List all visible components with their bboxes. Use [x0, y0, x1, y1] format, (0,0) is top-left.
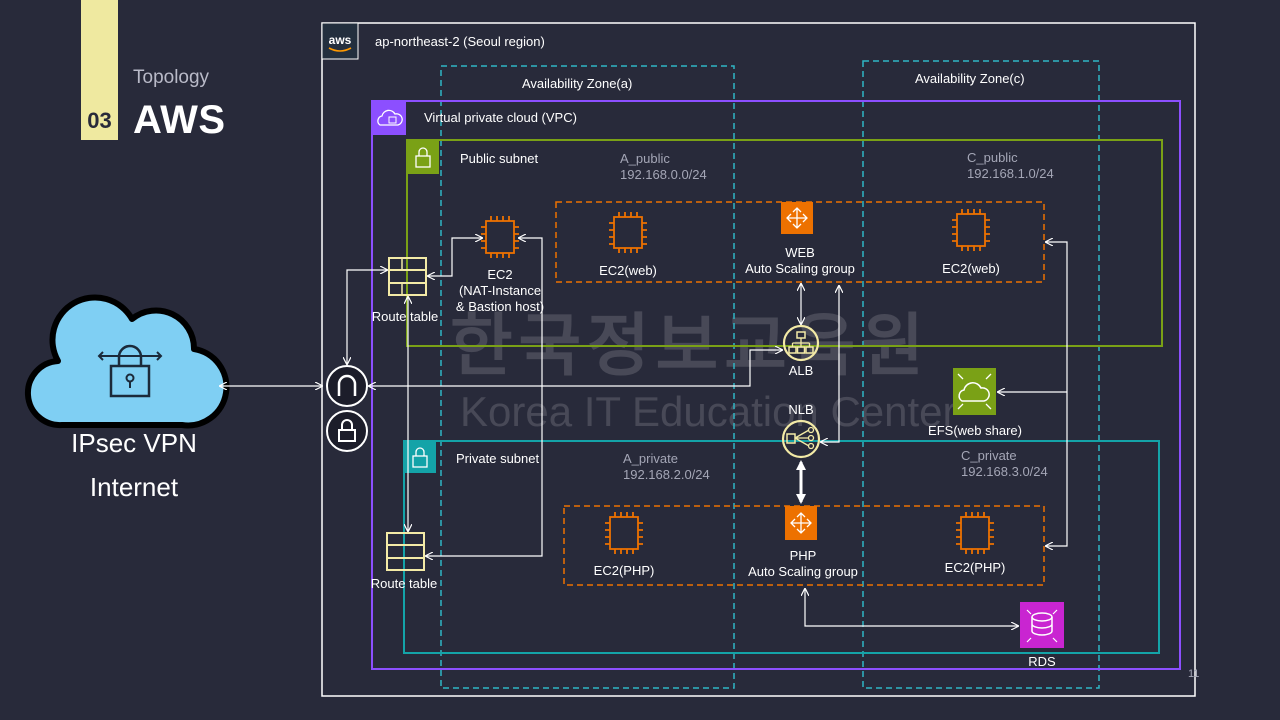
nlb-icon	[781, 419, 821, 459]
nat-label-line3: & Bastion host)	[455, 299, 545, 314]
efs-icon	[953, 368, 996, 415]
zone-a-label: Availability Zone(a)	[522, 76, 633, 91]
watermark-english: Korea IT Education Center	[460, 388, 957, 435]
internet-label: Internet	[89, 472, 179, 502]
region-box	[321, 22, 1196, 697]
section-accent-bar	[81, 0, 118, 140]
nat-label-line2: (NAT-Instance	[458, 283, 542, 298]
a-public-name: A_public	[620, 151, 670, 166]
c-private-cidr: 192.168.3.0/24	[961, 464, 1048, 479]
alb-icon	[782, 324, 820, 362]
vpc-label: Virtual private cloud (VPC)	[424, 110, 577, 125]
c-public-name: C_public	[967, 150, 1018, 165]
route-table-private-icon	[386, 532, 425, 571]
ec2-php-a-icon	[605, 512, 643, 554]
nat-label-line1: EC2	[487, 267, 513, 282]
availability-zone-c	[862, 60, 1100, 689]
vpc-cloud-icon	[372, 101, 406, 135]
ec2-web-c-label: EC2(web)	[942, 261, 1000, 276]
ec2-php-a-label: EC2(PHP)	[593, 563, 655, 578]
vpn-title: IPsec VPN	[71, 428, 197, 458]
ec2-php-c-label: EC2(PHP)	[944, 560, 1006, 575]
vpn-gateway-icon	[326, 410, 368, 452]
private-subnet-box	[403, 440, 1160, 654]
section-title: AWS	[133, 98, 226, 142]
vpc-box	[371, 100, 1181, 670]
web-asg-label-line2: Auto Scaling group	[745, 261, 855, 276]
a-private-cidr: 192.168.2.0/24	[623, 467, 710, 482]
alb-label: ALB	[788, 363, 814, 378]
web-asg-label-line1: WEB	[785, 245, 815, 260]
a-public-cidr: 192.168.0.0/24	[620, 167, 707, 182]
route-table-public-label: Route table	[371, 309, 439, 324]
connector-lines	[220, 238, 1068, 626]
php-asg-label-line1: PHP	[789, 548, 817, 563]
private-subnet-label: Private subnet	[456, 451, 540, 466]
public-subnet-label: Public subnet	[460, 151, 539, 166]
svg-text:aws: aws	[329, 33, 352, 47]
c-public-cidr: 192.168.1.0/24	[967, 166, 1054, 181]
ec2-nat-icon	[481, 216, 519, 258]
a-private-name: A_private	[623, 451, 678, 466]
php-asg-label-line2: Auto Scaling group	[748, 564, 858, 579]
region-label: ap-northeast-2 (Seoul region)	[375, 34, 545, 49]
internet-gateway-icon	[326, 365, 368, 407]
zone-c-label: Availability Zone(c)	[915, 71, 1025, 86]
web-auto-scaling-icon	[781, 202, 813, 234]
route-table-private-label: Route table	[370, 576, 438, 591]
page-number: 11	[1188, 668, 1200, 680]
rds-icon	[1020, 602, 1064, 648]
public-subnet-lock-icon	[407, 140, 439, 174]
section-number: 03	[87, 108, 112, 133]
ec2-web-a-label: EC2(web)	[599, 263, 657, 278]
rds-label: RDS	[1028, 654, 1056, 669]
c-private-name: C_private	[961, 448, 1017, 463]
nlb-label: NLB	[788, 402, 814, 417]
private-subnet-lock-icon	[404, 441, 436, 473]
route-table-public-icon	[388, 257, 427, 296]
cloud-lock-icon	[25, 294, 230, 429]
aws-logo-icon: aws	[321, 22, 359, 60]
php-auto-scaling-icon	[785, 506, 817, 540]
ec2-web-a-icon	[609, 212, 647, 253]
ec2-web-c-icon	[952, 209, 990, 251]
section-kicker: Topology	[133, 67, 210, 88]
ec2-php-c-icon	[956, 512, 994, 554]
efs-label: EFS(web share)	[928, 423, 1022, 438]
